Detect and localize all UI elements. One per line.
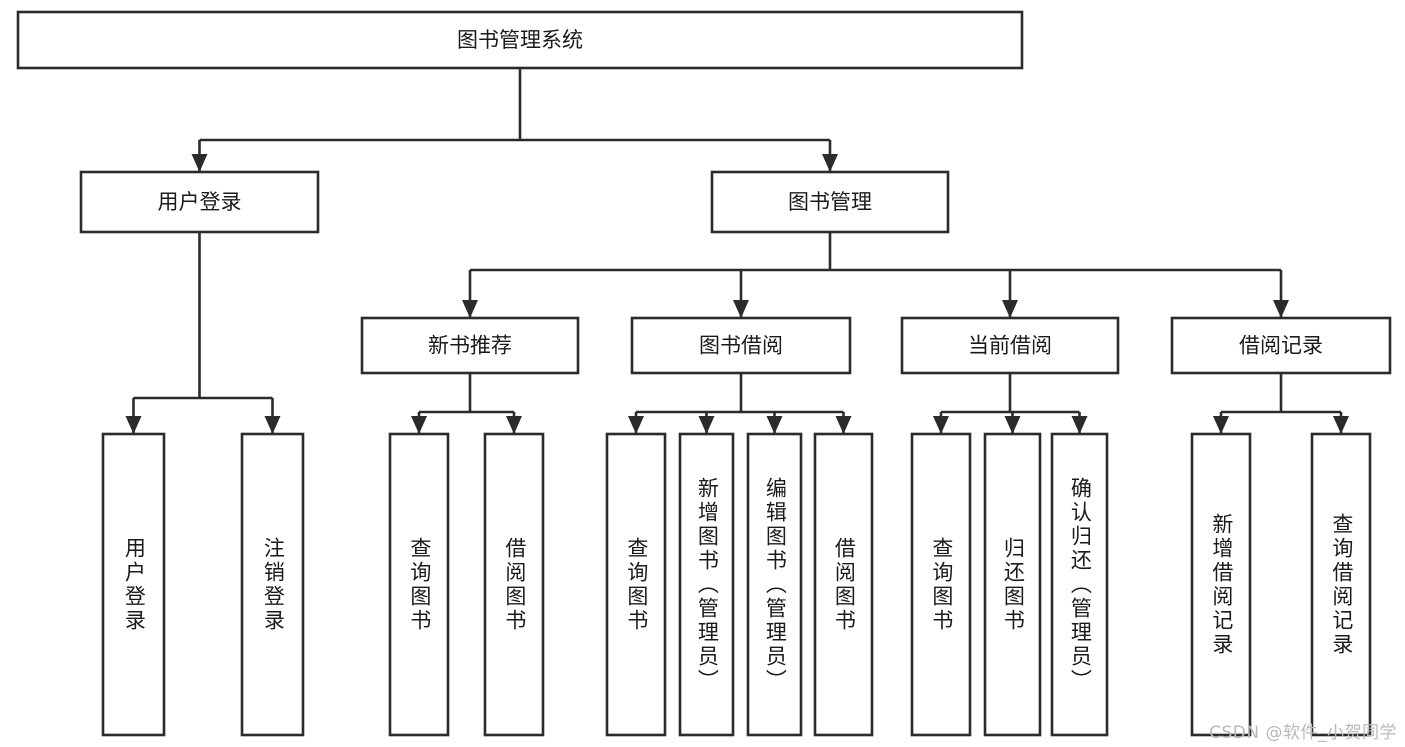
node-label-user-login: 用户登录 xyxy=(158,190,242,214)
node-label-new-book-rec: 新书推荐 xyxy=(428,334,512,358)
node-label-book-manage: 图书管理 xyxy=(788,190,872,214)
arrow-head-icon xyxy=(1333,416,1349,434)
arrow-head-icon xyxy=(1273,300,1289,318)
arrow-head-icon xyxy=(1002,300,1018,318)
arrow-head-icon xyxy=(1004,416,1021,434)
node-label-current-borrow: 当前借阅 xyxy=(968,334,1052,358)
arrow-head-icon xyxy=(1213,416,1229,434)
edges-layer xyxy=(125,68,1349,434)
arrow-head-icon xyxy=(698,416,715,434)
arrow-head-icon xyxy=(1071,416,1088,434)
arrow-head-icon xyxy=(822,154,838,172)
node-box-leaf-add-book[interactable] xyxy=(678,432,735,737)
arrow-head-icon xyxy=(766,416,783,434)
node-box-leaf-return-book[interactable] xyxy=(983,432,1042,737)
arrow-head-icon xyxy=(628,416,644,434)
node-box-root[interactable] xyxy=(16,10,1024,70)
node-box-leaf-confirm-return[interactable] xyxy=(1050,432,1109,737)
arrow-head-icon xyxy=(933,416,949,434)
node-label-root: 图书管理系统 xyxy=(457,28,583,52)
arrow-head-icon xyxy=(264,416,281,434)
node-box-book-borrow[interactable] xyxy=(630,316,852,375)
node-label-book-borrow: 图书借阅 xyxy=(699,334,783,358)
node-label-borrow-record: 借阅记录 xyxy=(1239,334,1323,358)
boxes-layer xyxy=(16,10,1392,737)
arrow-head-icon xyxy=(835,416,852,434)
node-box-leaf-edit-book[interactable] xyxy=(746,432,803,737)
node-box-leaf-borrow-book[interactable] xyxy=(813,432,874,737)
arrow-head-icon xyxy=(733,300,749,318)
node-box-user-login[interactable] xyxy=(79,170,320,234)
arrow-head-icon xyxy=(125,416,142,434)
node-box-leaf-borrow-book-rec[interactable] xyxy=(483,432,545,737)
node-box-leaf-logout[interactable] xyxy=(240,432,305,737)
watermark-text: CSDN @软件_小贺同学 xyxy=(1209,723,1397,743)
node-box-leaf-query-book-rec[interactable] xyxy=(388,432,450,737)
node-box-leaf-add-record[interactable] xyxy=(1190,432,1252,737)
arrow-head-icon xyxy=(191,154,208,172)
node-box-current-borrow[interactable] xyxy=(900,316,1120,375)
node-box-borrow-record[interactable] xyxy=(1170,316,1392,375)
node-box-leaf-query-book[interactable] xyxy=(605,432,667,737)
arrow-head-icon xyxy=(411,416,427,434)
arrow-head-icon xyxy=(506,416,522,434)
node-box-book-manage[interactable] xyxy=(710,170,950,234)
arrow-head-icon xyxy=(462,300,478,318)
node-box-leaf-query-record[interactable] xyxy=(1310,432,1372,737)
node-box-new-book-rec[interactable] xyxy=(360,316,580,375)
node-box-leaf-user-login[interactable] xyxy=(101,432,166,737)
node-box-leaf-query-book-cur[interactable] xyxy=(910,432,972,737)
